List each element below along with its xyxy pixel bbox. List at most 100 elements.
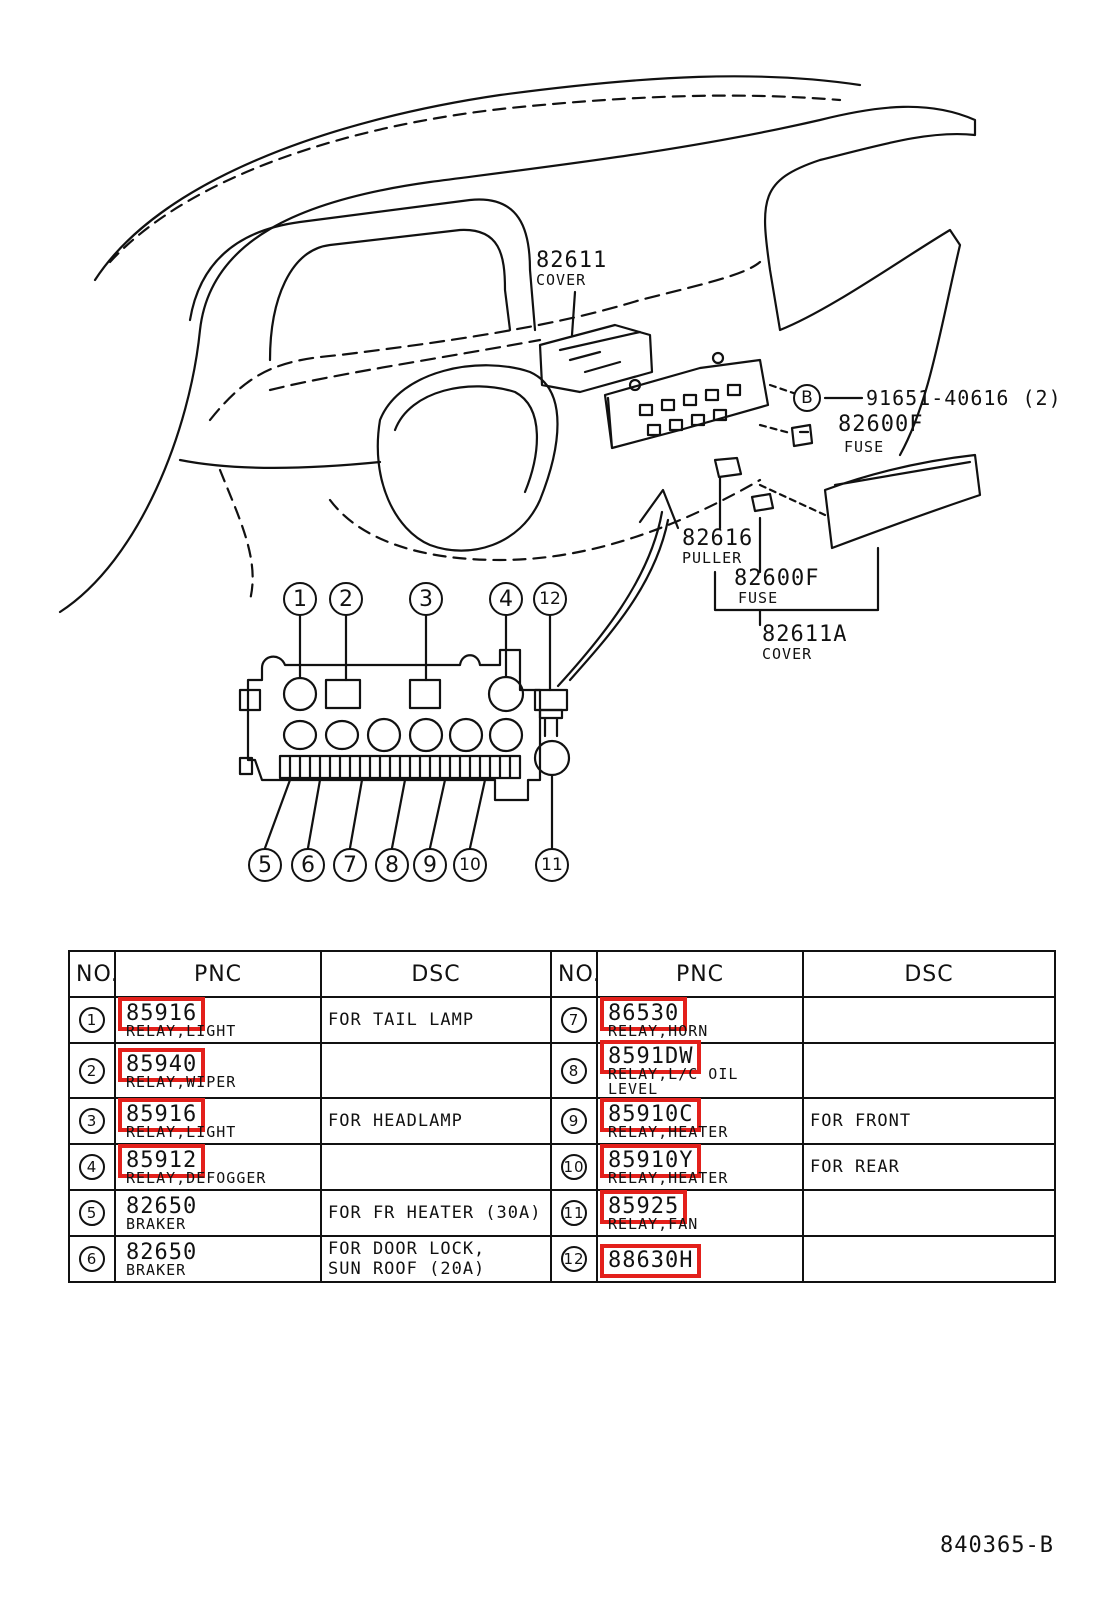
fuse-lower-shape <box>750 492 775 513</box>
curved-arrow <box>556 510 664 688</box>
row-no-cell: 4 <box>68 1143 116 1191</box>
header-dsc-left: DSC <box>320 950 552 998</box>
junction-block <box>603 358 770 450</box>
fuse-top-pn-label: 82600F <box>838 412 924 437</box>
callout-7: 7 <box>333 848 367 882</box>
header-no-right: NO. <box>550 950 600 998</box>
table-header-row: NO. PNC DSC NO. PNC DSC <box>68 950 1056 998</box>
row-number-badge: 10 <box>561 1154 587 1180</box>
fuse-top-leader <box>758 423 792 435</box>
callout-1: 1 <box>283 582 317 616</box>
relay-4-shape <box>487 675 525 713</box>
cluster-inner <box>268 228 512 362</box>
row-no-cell: 5 <box>68 1189 116 1237</box>
header-pnc-left: PNC <box>114 950 322 998</box>
puller-name-label: PULLER <box>682 549 743 567</box>
pnc-code[interactable]: 88630H <box>599 1243 702 1278</box>
callout-11: 11 <box>535 848 569 882</box>
cell-6-shape <box>324 719 360 751</box>
pnc-name: RELAY,HEATER <box>608 1123 729 1141</box>
arrow-head <box>638 488 680 530</box>
cover-82611-leader <box>570 290 577 337</box>
relay-1-shape <box>282 676 318 712</box>
row-number-badge: 8 <box>561 1057 587 1084</box>
pnc-name: RELAY,LIGHT <box>126 1123 237 1141</box>
dsc-line-1: FOR HEADLAMP <box>328 1111 463 1131</box>
cover-a-name-label: COVER <box>762 645 813 663</box>
pnc-name: RELAY,DEFOGGER <box>126 1169 267 1187</box>
detail-box-connector <box>238 688 262 776</box>
fuse-top-name-label: FUSE <box>844 438 885 456</box>
cover-82611-shape <box>538 323 654 394</box>
pnc-code[interactable]: 86530 <box>599 997 688 1031</box>
pnc-code[interactable]: 85910Y <box>599 1144 702 1178</box>
callout-4: 4 <box>489 582 523 616</box>
pnc-name: RELAY,WIPER <box>126 1072 237 1091</box>
bolt-leader <box>768 383 807 399</box>
pnc-code[interactable]: 85925 <box>599 1190 688 1224</box>
fuse-top-shape <box>790 423 814 448</box>
row-pnc-cell: 88630H <box>596 1235 804 1283</box>
detail-fuse-strip <box>278 754 522 780</box>
relay-3-shape <box>408 678 442 710</box>
row-dsc-cell: FOR FRONT <box>802 1097 1056 1145</box>
row-number-badge: 9 <box>561 1108 587 1134</box>
cell-10-shape <box>488 717 524 753</box>
row-no-cell: 11 <box>550 1189 598 1237</box>
fuse-lower-pn-label: 82600F <box>734 566 820 591</box>
dashboard-upper-edge-dash <box>108 94 842 264</box>
steering-wheel-inner <box>393 385 538 494</box>
detail-box <box>246 648 542 802</box>
row-number-badge: 11 <box>561 1200 587 1226</box>
row-number-badge: 5 <box>79 1200 105 1226</box>
row-no-cell: 8 <box>550 1042 598 1099</box>
row-dsc-cell <box>802 1235 1056 1283</box>
cover-pn-label: 82611 <box>536 248 608 273</box>
row-dsc-cell: FOR REAR <box>802 1143 1056 1191</box>
pnc-code[interactable]: 82650 <box>126 1194 198 1219</box>
row-dsc-cell <box>320 1042 552 1099</box>
row-dsc-cell <box>802 1042 1056 1099</box>
pnc-code[interactable]: 85940 <box>117 1047 206 1082</box>
row-dsc-cell <box>802 996 1056 1044</box>
dashboard-upper-edge <box>93 75 862 282</box>
cover-name-label: COVER <box>536 271 587 289</box>
pnc-code[interactable]: 8591DW <box>599 1040 702 1074</box>
block-bolt-hole <box>628 378 642 392</box>
relay-lid <box>823 453 982 550</box>
dsc-line-1: FOR REAR <box>810 1157 900 1177</box>
cell-8-shape <box>408 717 444 753</box>
pnc-code[interactable]: 85912 <box>117 1144 206 1178</box>
callout-5: 5 <box>248 848 282 882</box>
row-no-cell: 12 <box>550 1235 598 1283</box>
lower-trim-dash <box>218 468 762 602</box>
pnc-code[interactable]: 85910C <box>599 1098 702 1132</box>
row-number-badge: 6 <box>79 1246 105 1272</box>
pnc-code[interactable]: 85916 <box>117 997 206 1031</box>
curved-arrow-inner <box>568 518 670 682</box>
callout-leaders <box>263 613 554 850</box>
dashboard-outline <box>58 105 977 614</box>
callout-2: 2 <box>329 582 363 616</box>
steering-wheel <box>376 364 559 552</box>
dsc-line-1: FOR FRONT <box>810 1111 912 1131</box>
callout-6: 6 <box>291 848 325 882</box>
row-dsc-cell <box>802 1189 1056 1237</box>
pnc-code[interactable]: 82650 <box>126 1240 198 1265</box>
row-no-cell: 10 <box>550 1143 598 1191</box>
cell-7-shape <box>366 717 402 753</box>
pnc-code[interactable]: 85916 <box>117 1098 206 1132</box>
row-dsc-cell: FOR DOOR LOCK,SUN ROOF (20A) <box>320 1235 552 1283</box>
dsc-line-1: FOR FR HEATER (30A) <box>328 1203 542 1223</box>
relay-2-shape <box>324 678 362 710</box>
